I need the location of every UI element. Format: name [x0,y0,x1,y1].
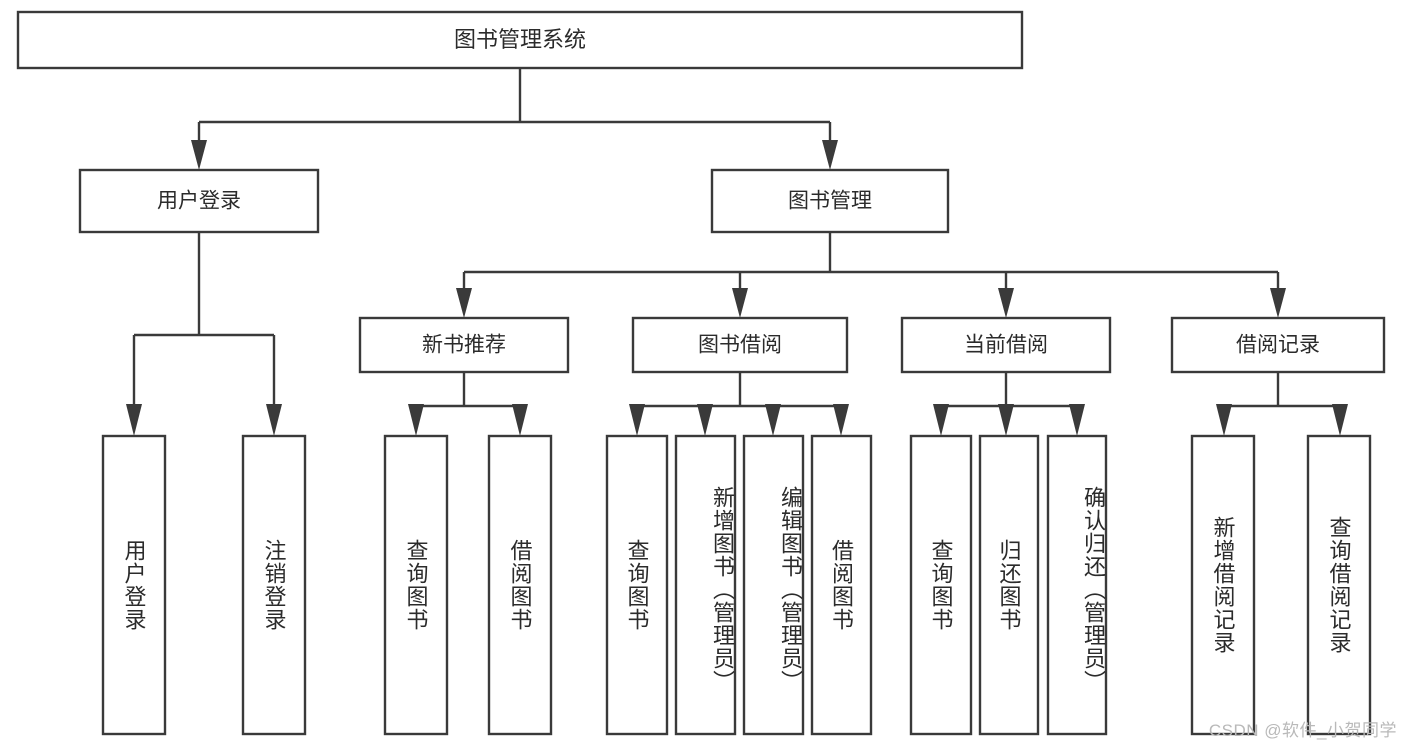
node-borrow-record[interactable]: 借阅记录 [1170,316,1386,374]
arrow-head-leaf-return-book [998,404,1014,436]
connector-user-login-to-leaves [126,232,282,436]
node-title-system-label: 图书管理系统 [454,27,586,52]
node-book-management-box [710,168,950,234]
node-book-management-label: 图书管理 [788,190,872,213]
node-new-book-recommend-box [358,316,570,374]
leaf-box-user-login[interactable] [101,434,167,736]
arrow-head-leaf-query-borrow-record [1332,404,1348,436]
leaf-box-add-borrow-record[interactable] [1190,434,1256,736]
arrow-head-book-management [822,140,838,170]
arrow-head-leaf-user-login [126,404,142,436]
node-user-login-box [78,168,320,234]
connector-borrow-record-to-leaves [1216,372,1348,436]
node-user-login-label: 用户登录 [157,190,241,213]
leaf-box-add-book-admin[interactable] [674,434,737,736]
leaf-box-borrow-book-new[interactable] [487,434,553,736]
leaf-box-query-book-current[interactable] [909,434,973,736]
node-borrow-record-box [1170,316,1386,374]
arrow-head-leaf-query-book-borrow [629,404,645,436]
node-book-borrow[interactable]: 图书借阅 [631,316,849,374]
arrow-head-leaf-borrow-book [833,404,849,436]
arrow-head-leaf-query-book-new [408,404,424,436]
connector-new-book-recommend-to-leaves [408,372,528,436]
node-book-management[interactable]: 图书管理 [710,168,950,234]
arrow-head-borrow-record [1270,288,1286,318]
node-user-login[interactable]: 用户登录 [78,168,320,234]
leaf-box-logout[interactable] [241,434,307,736]
node-current-borrow-box [900,316,1112,374]
csdn-watermark: CSDN @软件_小贺同学 [1208,721,1397,740]
arrow-head-leaf-confirm-return-admin [1069,404,1085,436]
arrow-head-book-borrow [732,288,748,318]
arrow-head-leaf-logout [266,404,282,436]
leaf-box-query-book-borrow[interactable] [605,434,669,736]
node-new-book-recommend[interactable]: 新书推荐 [358,316,570,374]
leaf-box-return-book[interactable] [978,434,1040,736]
node-title-system-box [16,10,1024,70]
arrow-head-leaf-query-book-current [933,404,949,436]
leaf-box-query-book-new[interactable] [383,434,449,736]
connector-book-management-to-level2 [456,232,1286,318]
node-book-borrow-label: 图书借阅 [698,334,782,357]
leaf-box-edit-book-admin[interactable] [742,434,805,736]
node-title-system[interactable]: 图书管理系统 [16,10,1024,70]
arrow-head-new-book-recommend [456,288,472,318]
leaf-box-query-borrow-record[interactable] [1306,434,1372,736]
leaf-box-borrow-book[interactable] [810,434,873,736]
arrow-head-leaf-add-borrow-record [1216,404,1232,436]
arrow-head-leaf-edit-book-admin [765,404,781,436]
node-new-book-recommend-label: 新书推荐 [422,334,506,357]
arrow-head-leaf-add-book-admin [697,404,713,436]
node-book-borrow-box [631,316,849,374]
connector-root-to-level1 [191,68,838,170]
arrow-head-current-borrow [998,288,1014,318]
connector-current-borrow-to-leaves [933,372,1085,436]
connector-book-borrow-to-leaves [629,372,849,436]
node-borrow-record-label: 借阅记录 [1236,334,1320,357]
arrow-head-user-login [191,140,207,170]
node-current-borrow[interactable]: 当前借阅 [900,316,1112,374]
leaf-box-confirm-return-admin[interactable] [1046,434,1108,736]
node-current-borrow-label: 当前借阅 [964,334,1048,357]
arrow-head-leaf-borrow-book-new [512,404,528,436]
